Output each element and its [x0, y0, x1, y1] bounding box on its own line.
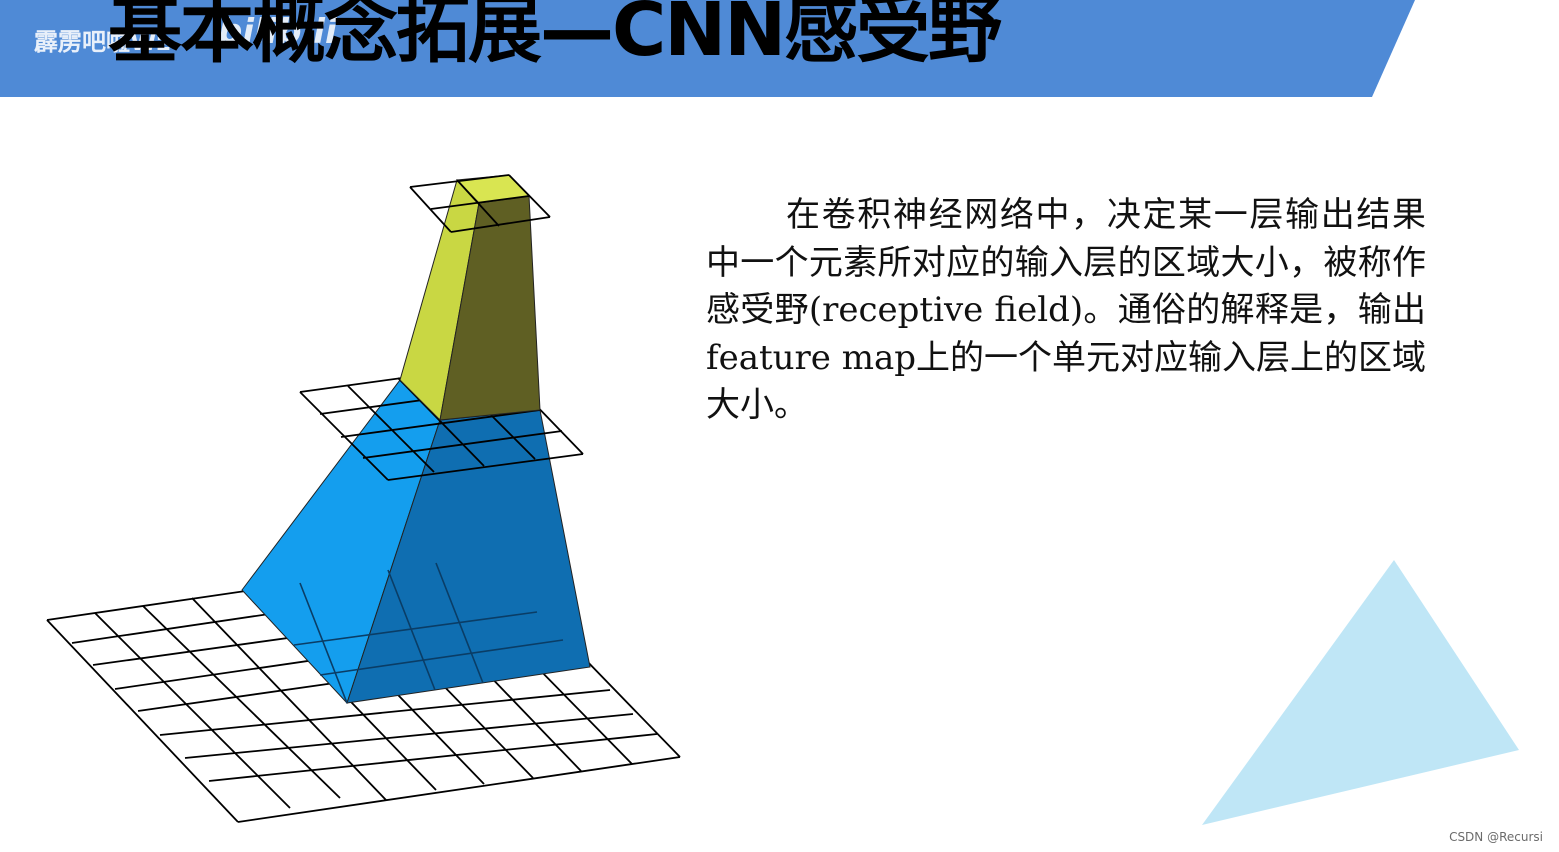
output-unit-column	[399, 174, 541, 422]
slide-title: 基本概念拓展—CNN感受野	[108, 0, 1002, 73]
receptive-field-diagram	[46, 174, 681, 823]
input-receptive-region	[241, 379, 591, 704]
csdn-credit: CSDN @Recursi	[1449, 830, 1543, 844]
bilibili-watermark: 霹雳吧啦Wz	[34, 28, 171, 56]
middle-layer-grid	[299, 364, 584, 481]
bilibili-logo: bilibili	[218, 12, 337, 52]
banner-shape	[0, 0, 1415, 97]
title-banner	[0, 0, 1559, 100]
output-layer-grid	[409, 174, 551, 233]
decorative-triangle-icon	[1202, 560, 1519, 825]
receptive-field-description: 在卷积神经网络中，决定某一层输出结果中一个元素所对应的输入层的区域大小，被称作感…	[706, 195, 1426, 425]
